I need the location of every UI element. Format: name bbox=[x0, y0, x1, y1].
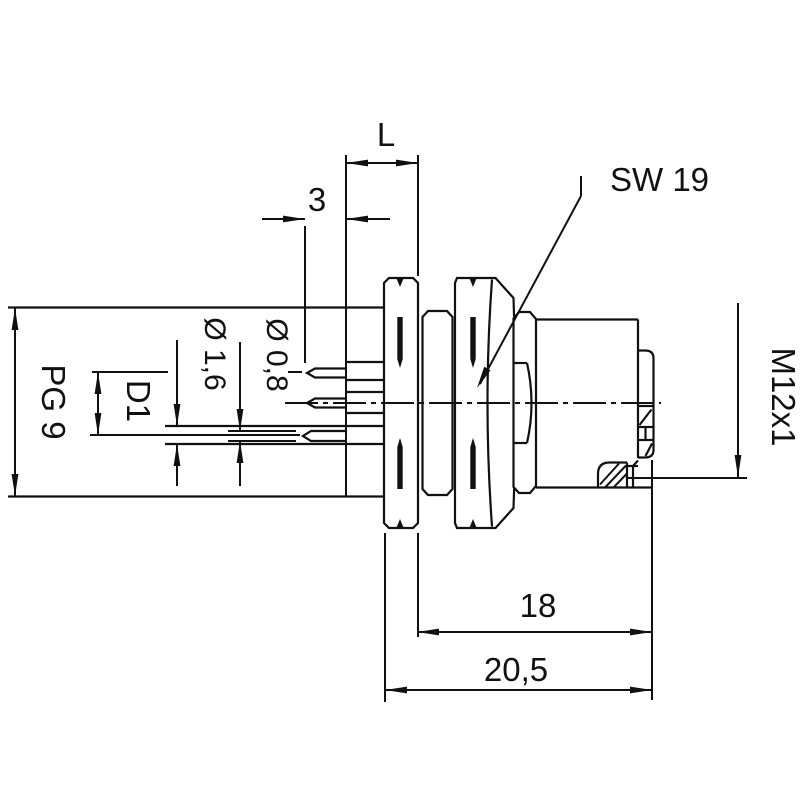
dimension-label-dia08: Ø 0,8 bbox=[260, 318, 293, 391]
m12-thread-body bbox=[536, 318, 651, 489]
hatch-line bbox=[613, 472, 628, 488]
dimension-wrench-size-sw19: SW 19 bbox=[477, 161, 709, 388]
dimension-pin-dia08: Ø 0,8 bbox=[228, 318, 296, 486]
dimension-label-m12x1: M12x1 bbox=[765, 347, 800, 446]
dimension-label-sw19: SW 19 bbox=[610, 161, 709, 198]
dimension-mating-thread-m12x1: M12x1 bbox=[627, 303, 800, 479]
rear-body-pg9-section bbox=[8, 155, 384, 498]
dimension-thread-length-18: 18 bbox=[417, 533, 652, 637]
dimension-label-L: L bbox=[377, 116, 395, 153]
dimension-pitch-circle-d1: D1 bbox=[90, 371, 302, 436]
dimension-total-length-205: 20,5 bbox=[384, 460, 653, 702]
pin-bottom bbox=[300, 429, 347, 443]
dimension-label-d1: D1 bbox=[120, 380, 157, 422]
dimension-label-18: 18 bbox=[520, 587, 557, 624]
dimension-label-205: 20,5 bbox=[484, 651, 548, 688]
dimension-solder-cup-dia16: Ø 1,6 bbox=[173, 317, 231, 486]
dimension-label-3: 3 bbox=[308, 181, 326, 218]
dimension-pin-protrusion-3: 3 bbox=[262, 181, 390, 363]
pin-top bbox=[304, 367, 347, 379]
hatch-line bbox=[604, 464, 627, 488]
gasket-section-hatched bbox=[596, 459, 639, 488]
dimension-rear-thread-pg9: PG 9 bbox=[11, 308, 72, 496]
dimension-label-pg9: PG 9 bbox=[35, 364, 72, 439]
connector-side-view bbox=[8, 155, 661, 530]
hatch-line bbox=[599, 462, 620, 486]
dimension-label-dia16: Ø 1,6 bbox=[198, 317, 231, 390]
dimension-body-length-L: L bbox=[346, 116, 419, 276]
